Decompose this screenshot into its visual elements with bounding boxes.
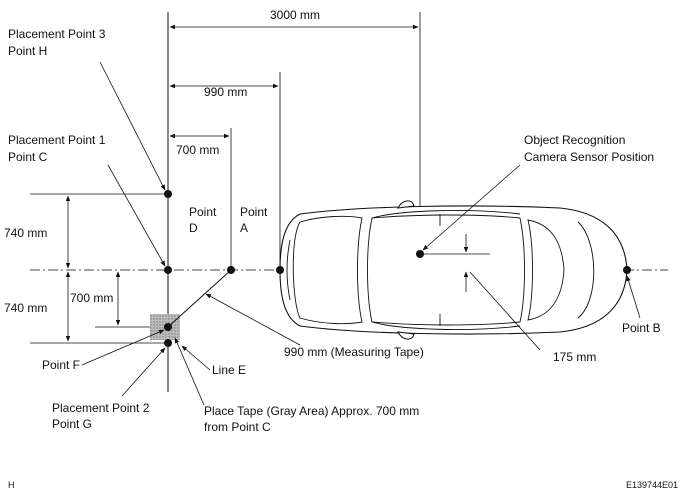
dim-700-top-text: 700 mm <box>176 143 219 157</box>
footer-left-code: H <box>8 480 15 490</box>
point-b-dot <box>623 266 631 274</box>
label-tape: 990 mm (Measuring Tape) <box>284 345 424 359</box>
label-point-c: Point C <box>8 150 48 164</box>
dim-740-upper-text: 740 mm <box>4 226 47 240</box>
camera-sensor-dot <box>416 250 424 258</box>
point-g-dot <box>164 339 172 347</box>
leader-placement-1 <box>107 164 166 267</box>
leader-placement-2 <box>121 347 166 397</box>
point-a-dot <box>276 266 284 274</box>
point-f-dot <box>164 323 172 331</box>
footer-figure-id: E139744E01 <box>626 480 678 490</box>
label-point-g: Point G <box>52 417 92 431</box>
label-point-d-2: D <box>189 221 198 235</box>
leader-sensor <box>422 164 521 251</box>
dim-740-lower-text: 740 mm <box>4 301 47 315</box>
leader-175 <box>469 271 541 351</box>
line-e <box>167 269 232 328</box>
label-point-a-2: A <box>240 221 248 235</box>
label-point-b: Point B <box>622 321 661 335</box>
label-gray-area-2: from Point C <box>204 420 271 434</box>
label-sensor-2: Camera Sensor Position <box>524 150 654 164</box>
leader-placement-3 <box>99 61 166 191</box>
leader-line-e <box>181 345 211 371</box>
leader-point-f <box>81 329 165 366</box>
point-h-dot <box>164 190 172 198</box>
label-line-e: Line E <box>212 363 246 377</box>
label-point-f: Point F <box>42 358 80 372</box>
label-placement-3: Placement Point 3 <box>8 27 106 41</box>
label-point-a-1: Point <box>240 205 268 219</box>
label-placement-1: Placement Point 1 <box>8 133 106 147</box>
vehicle-top-view <box>279 200 628 340</box>
dim-700-side-text: 700 mm <box>70 291 113 305</box>
dim-990-text: 990 mm <box>204 85 247 99</box>
point-d-dot <box>227 266 235 274</box>
label-point-d-1: Point <box>189 205 217 219</box>
label-placement-2: Placement Point 2 <box>52 401 150 415</box>
label-point-h: Point H <box>8 44 47 58</box>
leader-gray-area <box>174 337 205 406</box>
label-gray-area-1: Place Tape (Gray Area) Approx. 700 mm <box>204 404 419 418</box>
dim-3000-text: 3000 mm <box>270 8 320 22</box>
point-c-dot <box>164 266 172 274</box>
leader-point-b <box>626 275 641 319</box>
dim-175-text: 175 mm <box>553 350 596 364</box>
label-sensor-1: Object Recognition <box>524 133 625 147</box>
leader-tape <box>205 293 301 346</box>
